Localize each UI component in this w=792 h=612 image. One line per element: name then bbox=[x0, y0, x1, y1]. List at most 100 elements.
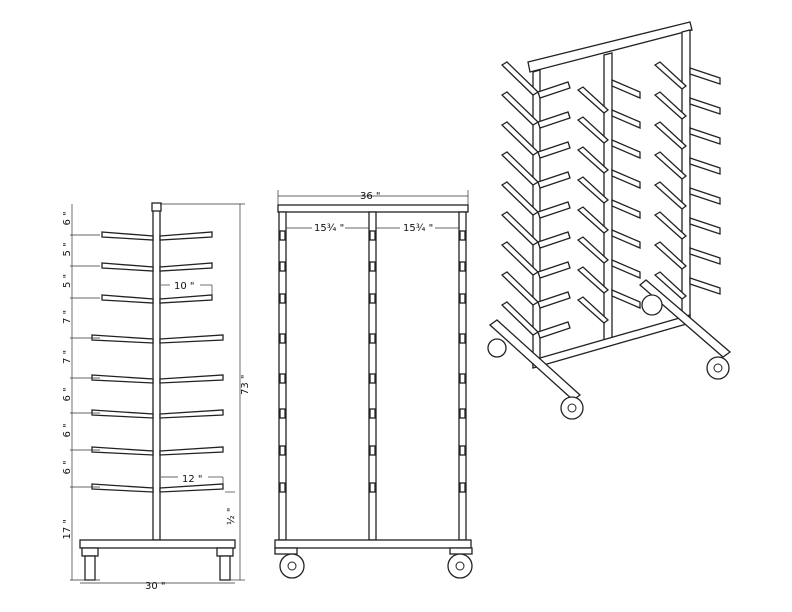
iso-arm bbox=[537, 321, 571, 339]
iso-arm bbox=[576, 266, 610, 294]
right-bay-dimension: 15¾ " bbox=[403, 223, 433, 234]
spacing-dimension: 5 " bbox=[62, 274, 73, 288]
arm-bracket bbox=[369, 445, 376, 456]
spacing-dimension: 7 " bbox=[62, 350, 73, 364]
arm-bracket bbox=[459, 445, 466, 456]
arm-bracket bbox=[279, 230, 286, 241]
short-arm-dimension: 10 " bbox=[174, 281, 195, 292]
front-view: 36 " 15¾ " 15¾ " bbox=[274, 190, 473, 579]
spacing-dimension: 6 " bbox=[62, 460, 73, 474]
iso-arm bbox=[689, 217, 721, 235]
spacing-dimension: 17 " bbox=[62, 519, 73, 540]
iso-arm bbox=[689, 187, 721, 205]
iso-arm bbox=[689, 67, 721, 85]
arm-left bbox=[101, 262, 154, 272]
arm-bracket bbox=[279, 408, 286, 419]
height-dimension: 73 " bbox=[240, 374, 251, 395]
post-cap bbox=[151, 202, 162, 212]
arm-left bbox=[101, 294, 154, 304]
arm-right bbox=[159, 231, 213, 241]
spacing-dimension: 7 " bbox=[62, 310, 73, 324]
left-bay-dimension: 15¾ " bbox=[314, 223, 344, 234]
iso-arm bbox=[537, 141, 571, 159]
arm-left bbox=[91, 409, 154, 419]
iso-arm bbox=[537, 171, 571, 189]
iso-arm bbox=[537, 291, 571, 309]
arm-bracket bbox=[279, 445, 286, 456]
arm-bracket bbox=[369, 373, 376, 384]
iso-arm bbox=[611, 139, 641, 159]
iso-arm bbox=[689, 247, 721, 265]
front-width-dimension: 36 " bbox=[360, 191, 381, 202]
arm-bracket bbox=[279, 482, 286, 493]
iso-arm bbox=[537, 261, 571, 279]
arm-bracket bbox=[369, 482, 376, 493]
arm-left bbox=[101, 231, 154, 241]
iso-arm bbox=[576, 206, 610, 234]
iso-arm bbox=[653, 211, 688, 240]
iso-arm bbox=[653, 121, 688, 150]
arm-right bbox=[159, 294, 213, 304]
arm-bracket bbox=[279, 261, 286, 272]
iso-base-right bbox=[638, 279, 732, 358]
arm-bracket bbox=[369, 408, 376, 419]
arm-bracket bbox=[369, 230, 376, 241]
iso-arm bbox=[611, 169, 641, 189]
arm-bracket bbox=[459, 482, 466, 493]
iso-arm bbox=[653, 91, 688, 120]
iso-arm bbox=[653, 181, 688, 210]
top-rail bbox=[277, 204, 469, 213]
iso-arm bbox=[576, 236, 610, 264]
arm-bracket bbox=[369, 333, 376, 344]
iso-base-left bbox=[488, 319, 582, 401]
caster-left bbox=[81, 547, 99, 581]
iso-arm bbox=[689, 127, 721, 145]
iso-arm bbox=[537, 231, 571, 249]
arm-right bbox=[159, 262, 213, 272]
base-bar bbox=[79, 539, 236, 549]
arm-right bbox=[159, 446, 224, 456]
arm-rise-dimension: ½ " bbox=[225, 508, 237, 525]
arm-right bbox=[159, 334, 224, 344]
iso-arm bbox=[611, 259, 641, 279]
long-arm-dimension: 12 " bbox=[182, 474, 203, 485]
iso-arm bbox=[576, 146, 610, 174]
spacing-dimension: 6 " bbox=[62, 387, 73, 401]
front-caster-right bbox=[447, 547, 473, 579]
iso-arm bbox=[576, 296, 610, 324]
iso-casters bbox=[487, 294, 730, 420]
arm-bracket bbox=[279, 373, 286, 384]
iso-arm bbox=[611, 289, 641, 309]
arm-bracket bbox=[459, 230, 466, 241]
iso-arm bbox=[611, 229, 641, 249]
arm-right bbox=[159, 483, 224, 493]
arm-bracket bbox=[369, 261, 376, 272]
iso-arm bbox=[611, 79, 641, 99]
side-view: 6 "5 "5 "7 "7 "6 "6 "6 "17 " 73 " 30 " 1… bbox=[62, 202, 251, 592]
arm-bracket bbox=[279, 333, 286, 344]
arm-left bbox=[91, 374, 154, 384]
spacing-dimension: 6 " bbox=[62, 423, 73, 437]
arm-right bbox=[159, 374, 224, 384]
arm-bracket bbox=[459, 261, 466, 272]
bottom-rail bbox=[274, 539, 472, 549]
center-post bbox=[152, 204, 161, 541]
arm-left bbox=[91, 483, 154, 493]
iso-post-left bbox=[532, 69, 541, 368]
iso-arm bbox=[689, 97, 721, 115]
spacing-dimension: 5 " bbox=[62, 242, 73, 256]
arm-bracket bbox=[279, 293, 286, 304]
iso-arm bbox=[537, 81, 571, 99]
iso-arm bbox=[576, 176, 610, 204]
arm-bracket bbox=[459, 373, 466, 384]
iso-arm bbox=[653, 151, 688, 180]
iso-arm bbox=[653, 61, 688, 90]
arm-bracket bbox=[459, 293, 466, 304]
iso-top-rail bbox=[527, 21, 693, 73]
iso-arm bbox=[653, 241, 688, 270]
iso-arm bbox=[576, 86, 610, 114]
perspective-view bbox=[487, 21, 732, 420]
iso-arm bbox=[611, 199, 641, 219]
front-caster-left bbox=[274, 547, 305, 579]
iso-arm bbox=[537, 111, 571, 129]
